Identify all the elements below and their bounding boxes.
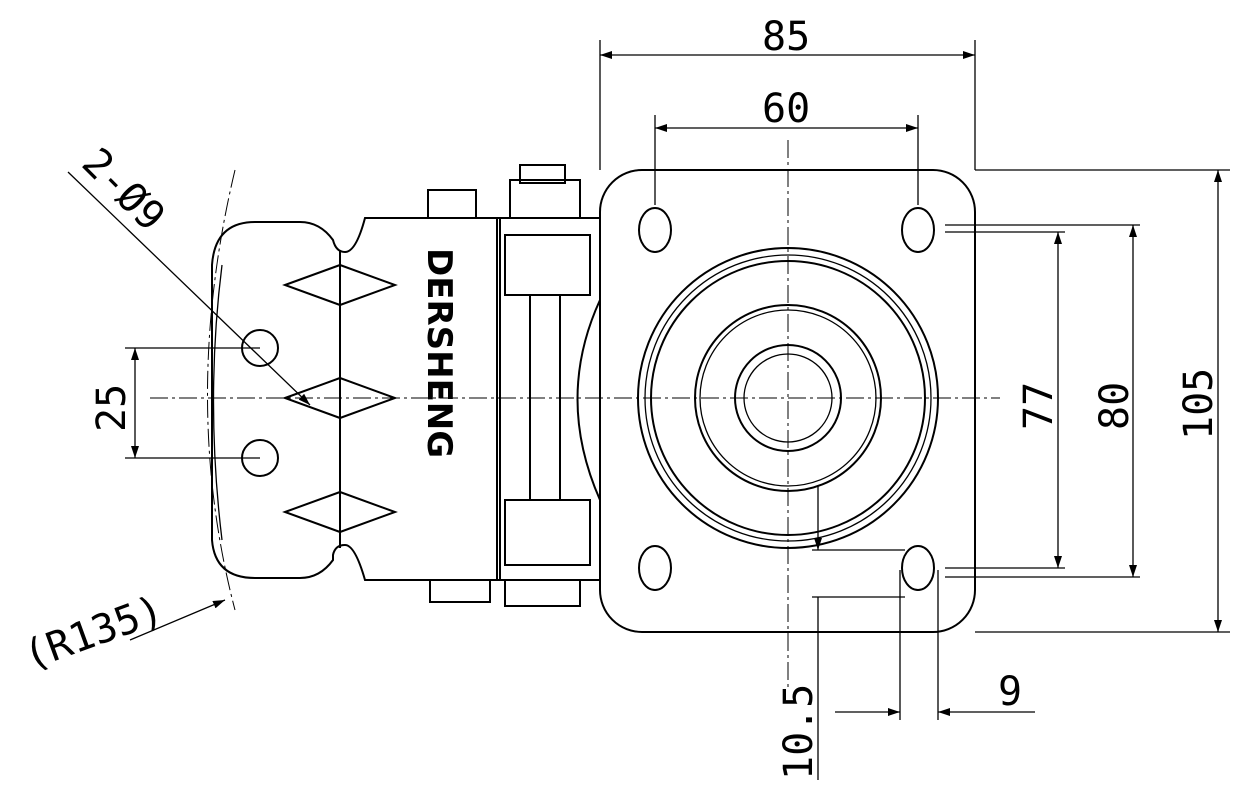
brake-pad-edge	[212, 264, 223, 541]
dim-60: 60	[762, 86, 810, 132]
brand-logo-text: DERSHENG	[419, 248, 459, 458]
dim-r135: (R135)	[18, 587, 170, 680]
dim-85: 85	[762, 14, 810, 60]
dim-105: 105	[1176, 368, 1222, 440]
wheel-circles	[637, 247, 939, 549]
dim-77: 77	[1016, 382, 1062, 430]
hole-leader	[67, 171, 311, 406]
brake-body	[211, 217, 501, 581]
dim-10-5: 10.5	[776, 684, 822, 780]
dim-25: 25	[89, 384, 135, 432]
dim-9: 9	[998, 669, 1022, 715]
brake-spikes	[282, 263, 398, 534]
mounting-holes	[638, 207, 935, 591]
dim-80: 80	[1092, 382, 1138, 430]
r135-arc	[207, 169, 236, 611]
fork-assembly	[427, 164, 601, 607]
